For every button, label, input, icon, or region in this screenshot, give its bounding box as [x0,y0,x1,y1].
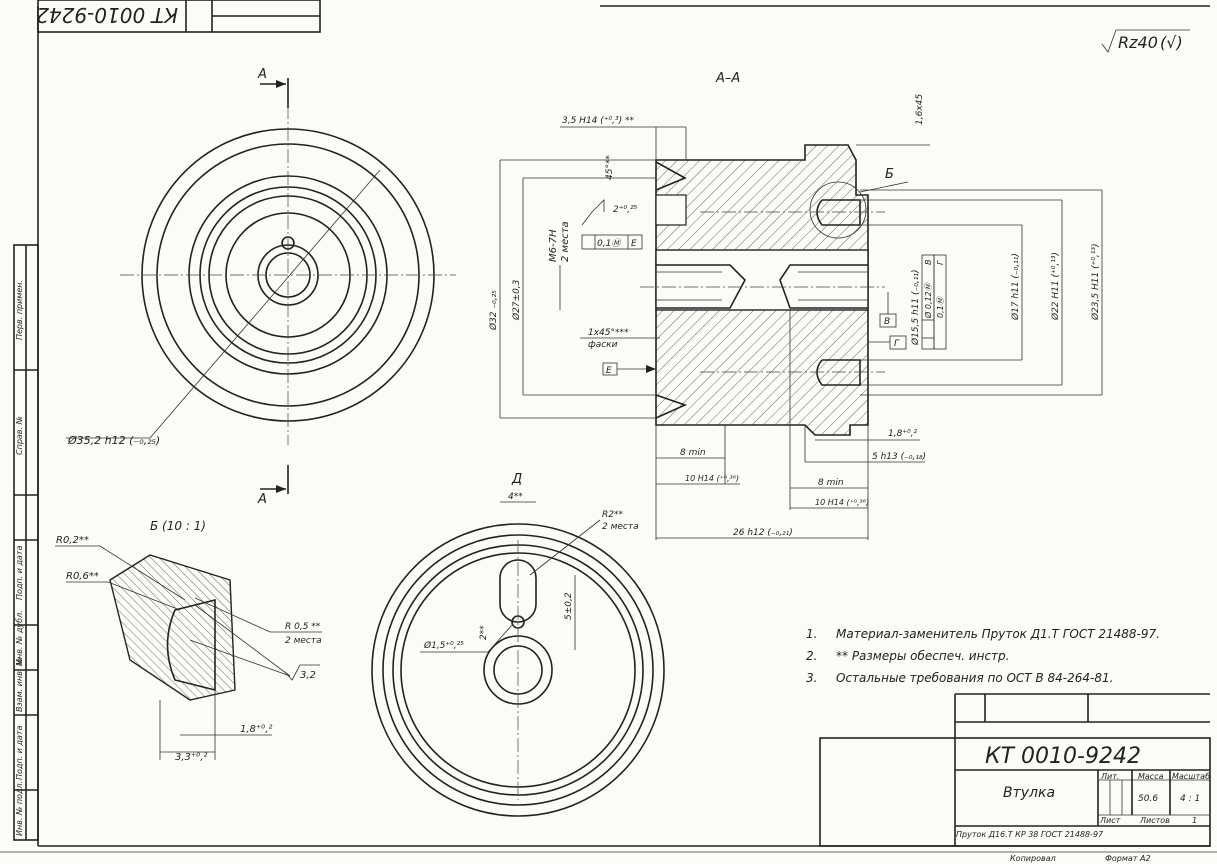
note-3-num: 3. [806,671,817,685]
top-stamp-code: КТ 0010-9242 [36,3,178,27]
dim-chamfer-note: фаски [588,340,618,350]
dim-d35: Ø35,2 h12 (₋₀,₂₅) [67,434,160,447]
roughness-tick: (√) [1160,33,1183,52]
tb-sheets-label: Листов [1139,816,1170,825]
note-3-text: Остальные требования по ОСТ В 84-264-81. [836,671,1113,685]
detail-b-title: Б (10 : 1) [150,519,206,533]
dim-d235: Ø23,5 H11 (⁺⁰,¹³) [1090,243,1101,321]
detail-roughness: 3,2 [300,670,316,681]
strip-label-4: Инв. № дубл. [15,610,24,665]
section-title: A–A [715,71,740,86]
tb-mass: 50.6 [1138,794,1158,804]
strip-label-1: Перв. примен. [15,280,24,340]
dim-d32: Ø32 ₋₀,₂₅ [488,290,499,331]
dim-4: 4** [508,492,523,502]
tb-format: Формат А2 [1105,854,1151,863]
datum-b: В [884,317,890,327]
section-aa: A–A Б Ø32 ₋₀,₂₅ Ø27±0,3 [488,71,1103,540]
dim-r02: R0,2** [56,535,89,546]
dim-d22: Ø22 H11 (⁺⁰,¹³) [1050,252,1061,321]
tb-sheets: 1 [1192,816,1197,825]
tb-name: Втулка [1003,785,1055,801]
perp-datum: Г [936,260,945,265]
view-d: Д 4** R2** 2 места 2** 5±0,2 Ø1,5⁺⁰,²⁵ [371,472,665,817]
dim-5h13: 5 h13 (₋₀,₁₈) [872,452,926,462]
dim-5: 5±0,2 [564,592,574,620]
dim-m6: M6-7H [548,229,559,262]
note-2-num: 2. [806,649,817,663]
tb-sheet-label: Лист [1099,816,1121,825]
cut-a-top: A [257,67,267,82]
dim-d155: Ø15,5 h11 (₋₀,₁₁) [910,270,921,346]
tb-material: Пруток Д16.Т КР 38 ГОСТ 21488-97 [956,830,1104,839]
dim-chamfer: 1x45°*** [588,328,629,338]
datum-g: Г [894,339,900,349]
strip-label-6: Подп. и дата [15,725,24,780]
strip-label-2: Справ. № [15,416,24,455]
strip-label-3: Подп. и дата [15,545,24,600]
dim-2: 2** [479,625,489,640]
note-1-text: Материал-заменитель Пруток Д1.Т ГОСТ 214… [836,627,1160,641]
pos-tol: Ø 0,12Ⓜ [923,281,933,319]
tb-lit-label: Лит. [1100,772,1119,781]
perp-tol: 0,1Ⓜ [936,295,945,318]
view-d-title: Д [511,472,522,487]
dim-r2-count: 2 места [602,522,639,532]
drawing-frame [0,5,1217,853]
dim-tol2: 2⁺⁰,²⁵ [613,205,638,215]
dim-m6-count: 2 места [560,221,571,262]
dim-8min-a: 8 min [680,448,706,458]
dim-16: 1,6x45 [915,94,925,125]
dim-8min-b: 8 min [818,478,844,488]
title-block: КТ 0010-9242 Втулка Лит. Масса Масштаб 5… [819,693,1211,863]
dim-18: 1,8⁺⁰,² [888,429,918,439]
top-stamp: КТ 0010-9242 [36,0,321,33]
dim-18b: 1,8⁺⁰,² [240,724,272,735]
tb-copied: Копировал [1010,854,1056,863]
note-1-num: 1. [806,627,817,641]
note-2-text: ** Размеры обеспеч. инстр. [836,649,1009,663]
strip-label-5: Взам. инв. № [15,658,24,712]
strip-label-7: Инв. № подл. [15,781,24,836]
dim-10h14-b: 10 H14 (⁺⁰,³⁶) [815,498,869,507]
dim-r05-count: 2 места [285,636,322,646]
cut-a-bottom: A [257,492,267,507]
dim-r06: R0,6** [66,571,99,582]
tb-scale: 4 : 1 [1180,794,1200,804]
dim-d15: Ø1,5⁺⁰,²⁵ [423,640,464,651]
side-strip: Перв. примен. Справ. № Подп. и дата Инв.… [13,244,39,841]
dim-r05: R 0,5 ** [285,622,321,632]
tb-mass-label: Масса [1138,772,1164,781]
detail-b-marker: Б [885,167,894,182]
dim-d17: Ø17 h11 (₋₀,₁₁) [1010,253,1021,321]
dim-d27: Ø27±0,3 [511,279,522,321]
dim-26h12: 26 h12 (₋₀,₂₁) [733,528,793,538]
roughness-value: Rz40 [1118,33,1158,52]
roughness-symbol: Rz40 (√) [1101,29,1190,53]
dim-r2: R2** [602,510,623,520]
pos-datum: В [924,260,933,266]
dim-10h14-a: 10 H14 (⁺⁰,³⁶) [685,474,739,483]
front-view: Ø35,2 h12 (₋₀,₂₅) A A [66,67,456,507]
detail-b-view: Б (10 : 1) 3,3⁺⁰,² 1,8⁺⁰,² R0,2** R0,6**… [55,519,322,763]
dim-33: 3,3⁺⁰,² [175,752,207,763]
dim-35h: 3,5 H14 (⁺⁰,³) ** [562,116,634,126]
technical-notes: 1. Материал-заменитель Пруток Д1.Т ГОСТ … [806,627,1160,685]
frame-datum: Е [631,239,637,249]
tb-scale-label: Масштаб [1172,772,1210,781]
frame-tol: 0,1Ⓜ [597,238,622,249]
datum-e: Е [606,366,612,376]
dim-45: 45°** [605,155,615,180]
tb-code: КТ 0010-9242 [985,744,1141,769]
